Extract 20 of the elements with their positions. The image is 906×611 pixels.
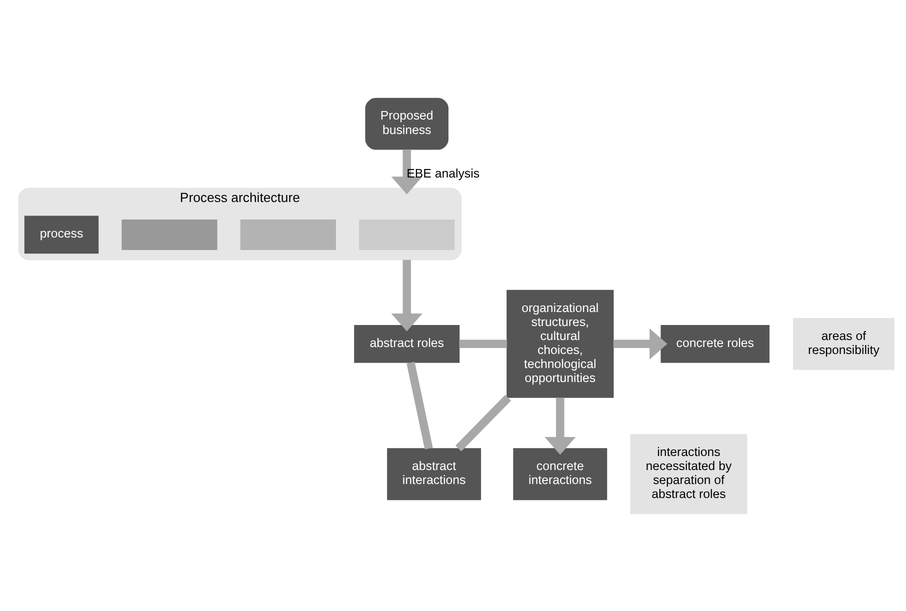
edge-label: EBE analysis xyxy=(406,166,480,180)
arrow xyxy=(613,328,668,359)
node-box: concrete interactions xyxy=(513,448,608,500)
arrow xyxy=(544,397,576,454)
node-box: abstract roles xyxy=(354,324,460,362)
connector xyxy=(459,339,507,348)
node-box: Proposed business xyxy=(365,97,448,150)
node-box: organizational structures, cultural choices, technological opportunities xyxy=(506,289,614,398)
node-box: interactions necessitated by separation of abstract roles xyxy=(630,434,748,514)
node-box: concrete roles xyxy=(660,324,770,362)
connector xyxy=(406,361,433,449)
node-box: abstract interactions xyxy=(387,448,482,500)
arrow xyxy=(391,148,422,194)
connector xyxy=(455,394,512,451)
node-box: areas of responsibility xyxy=(792,317,894,370)
node-box xyxy=(122,218,218,250)
arrow xyxy=(391,259,422,331)
node-box: process xyxy=(24,215,99,254)
node-box xyxy=(240,218,336,250)
node-box xyxy=(359,218,455,250)
